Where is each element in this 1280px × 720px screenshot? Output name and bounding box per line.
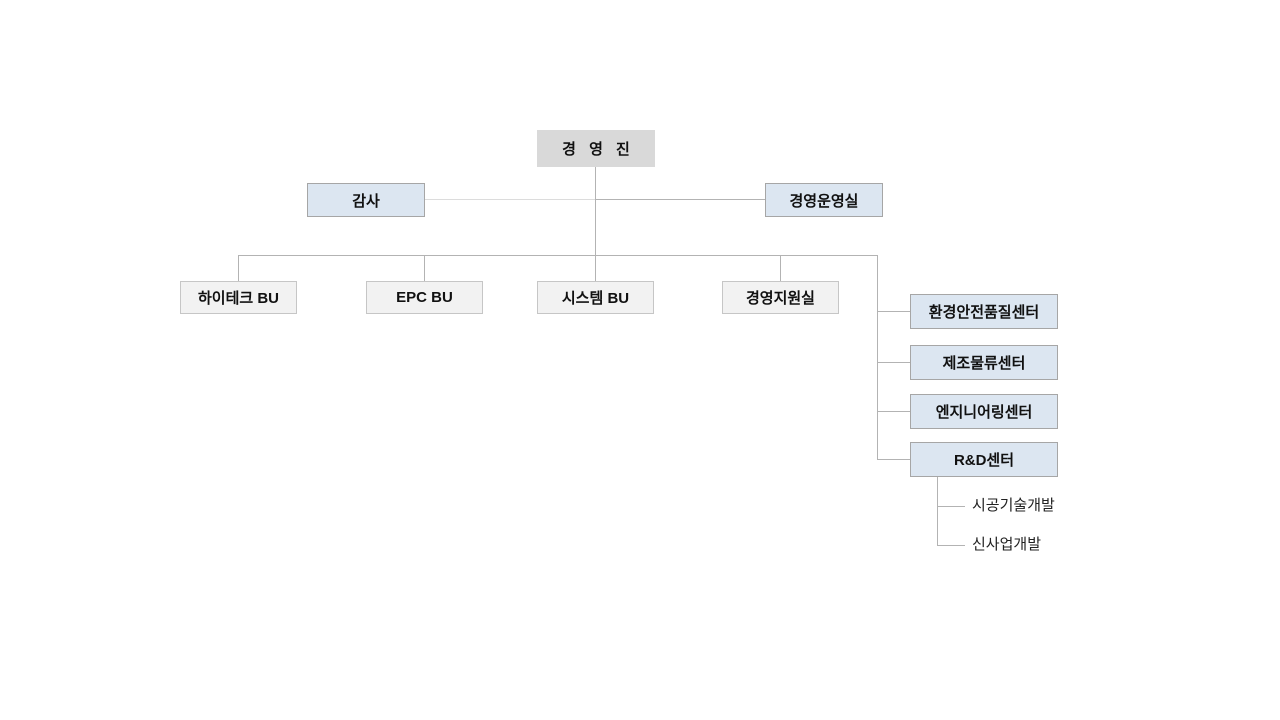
connector-stub-ehsq-center xyxy=(877,311,910,312)
connector-rnd-vertical xyxy=(937,477,938,545)
connector-operations-horizontal xyxy=(595,199,765,200)
node-audit-label: 감사 xyxy=(352,192,380,210)
node-rnd-center-label: R&D센터 xyxy=(953,452,1015,469)
node-management-label: 경 영 진 xyxy=(562,141,630,158)
connector-tick-construction-tech xyxy=(937,506,965,507)
node-engineering-center: 엔지니어링센터 xyxy=(910,394,1058,429)
node-epc-bu: EPC BU xyxy=(366,281,483,314)
connector-stub-engineering-center xyxy=(877,411,910,412)
node-hightech-bu: 하이테크 BU xyxy=(180,281,297,314)
connector-stub-logistics-center xyxy=(877,362,910,363)
node-ehsq-center-label: 환경안전품질센터 xyxy=(928,304,1040,321)
node-ehsq-center: 환경안전품질센터 xyxy=(910,294,1058,329)
connector-drop-epc xyxy=(424,255,425,281)
node-system-bu-label: 시스템 BU xyxy=(561,290,630,307)
connector-audit-horizontal xyxy=(425,199,595,200)
node-epc-bu-label: EPC BU xyxy=(396,289,453,306)
connector-drop-hightech xyxy=(238,255,239,281)
connector-stub-rnd-center xyxy=(877,459,910,460)
node-management-operations-office: 경영운영실 xyxy=(765,183,883,217)
node-hightech-bu-label: 하이테크 BU xyxy=(197,290,280,307)
node-rnd-center: R&D센터 xyxy=(910,442,1058,477)
node-system-bu: 시스템 BU xyxy=(537,281,654,314)
connector-distribution-horizontal xyxy=(238,255,877,256)
node-audit: 감사 xyxy=(307,183,425,217)
connector-centers-vertical xyxy=(877,255,878,460)
connector-drop-support xyxy=(780,255,781,281)
node-new-business-development: 신사업개발 xyxy=(972,536,1042,553)
node-management-support-office-label: 경영지원실 xyxy=(745,290,815,307)
node-manufacturing-logistics-center-label: 제조물류센터 xyxy=(942,355,1026,372)
node-manufacturing-logistics-center: 제조물류센터 xyxy=(910,345,1058,380)
node-management: 경 영 진 xyxy=(537,130,655,167)
node-engineering-center-label: 엔지니어링센터 xyxy=(935,404,1033,421)
connector-root-vertical xyxy=(595,167,596,255)
connector-tick-new-business xyxy=(937,545,965,546)
node-management-operations-office-label: 경영운영실 xyxy=(789,192,859,210)
connector-drop-system xyxy=(595,255,596,281)
node-management-support-office: 경영지원실 xyxy=(722,281,839,314)
node-construction-tech-development: 시공기술개발 xyxy=(972,497,1055,514)
